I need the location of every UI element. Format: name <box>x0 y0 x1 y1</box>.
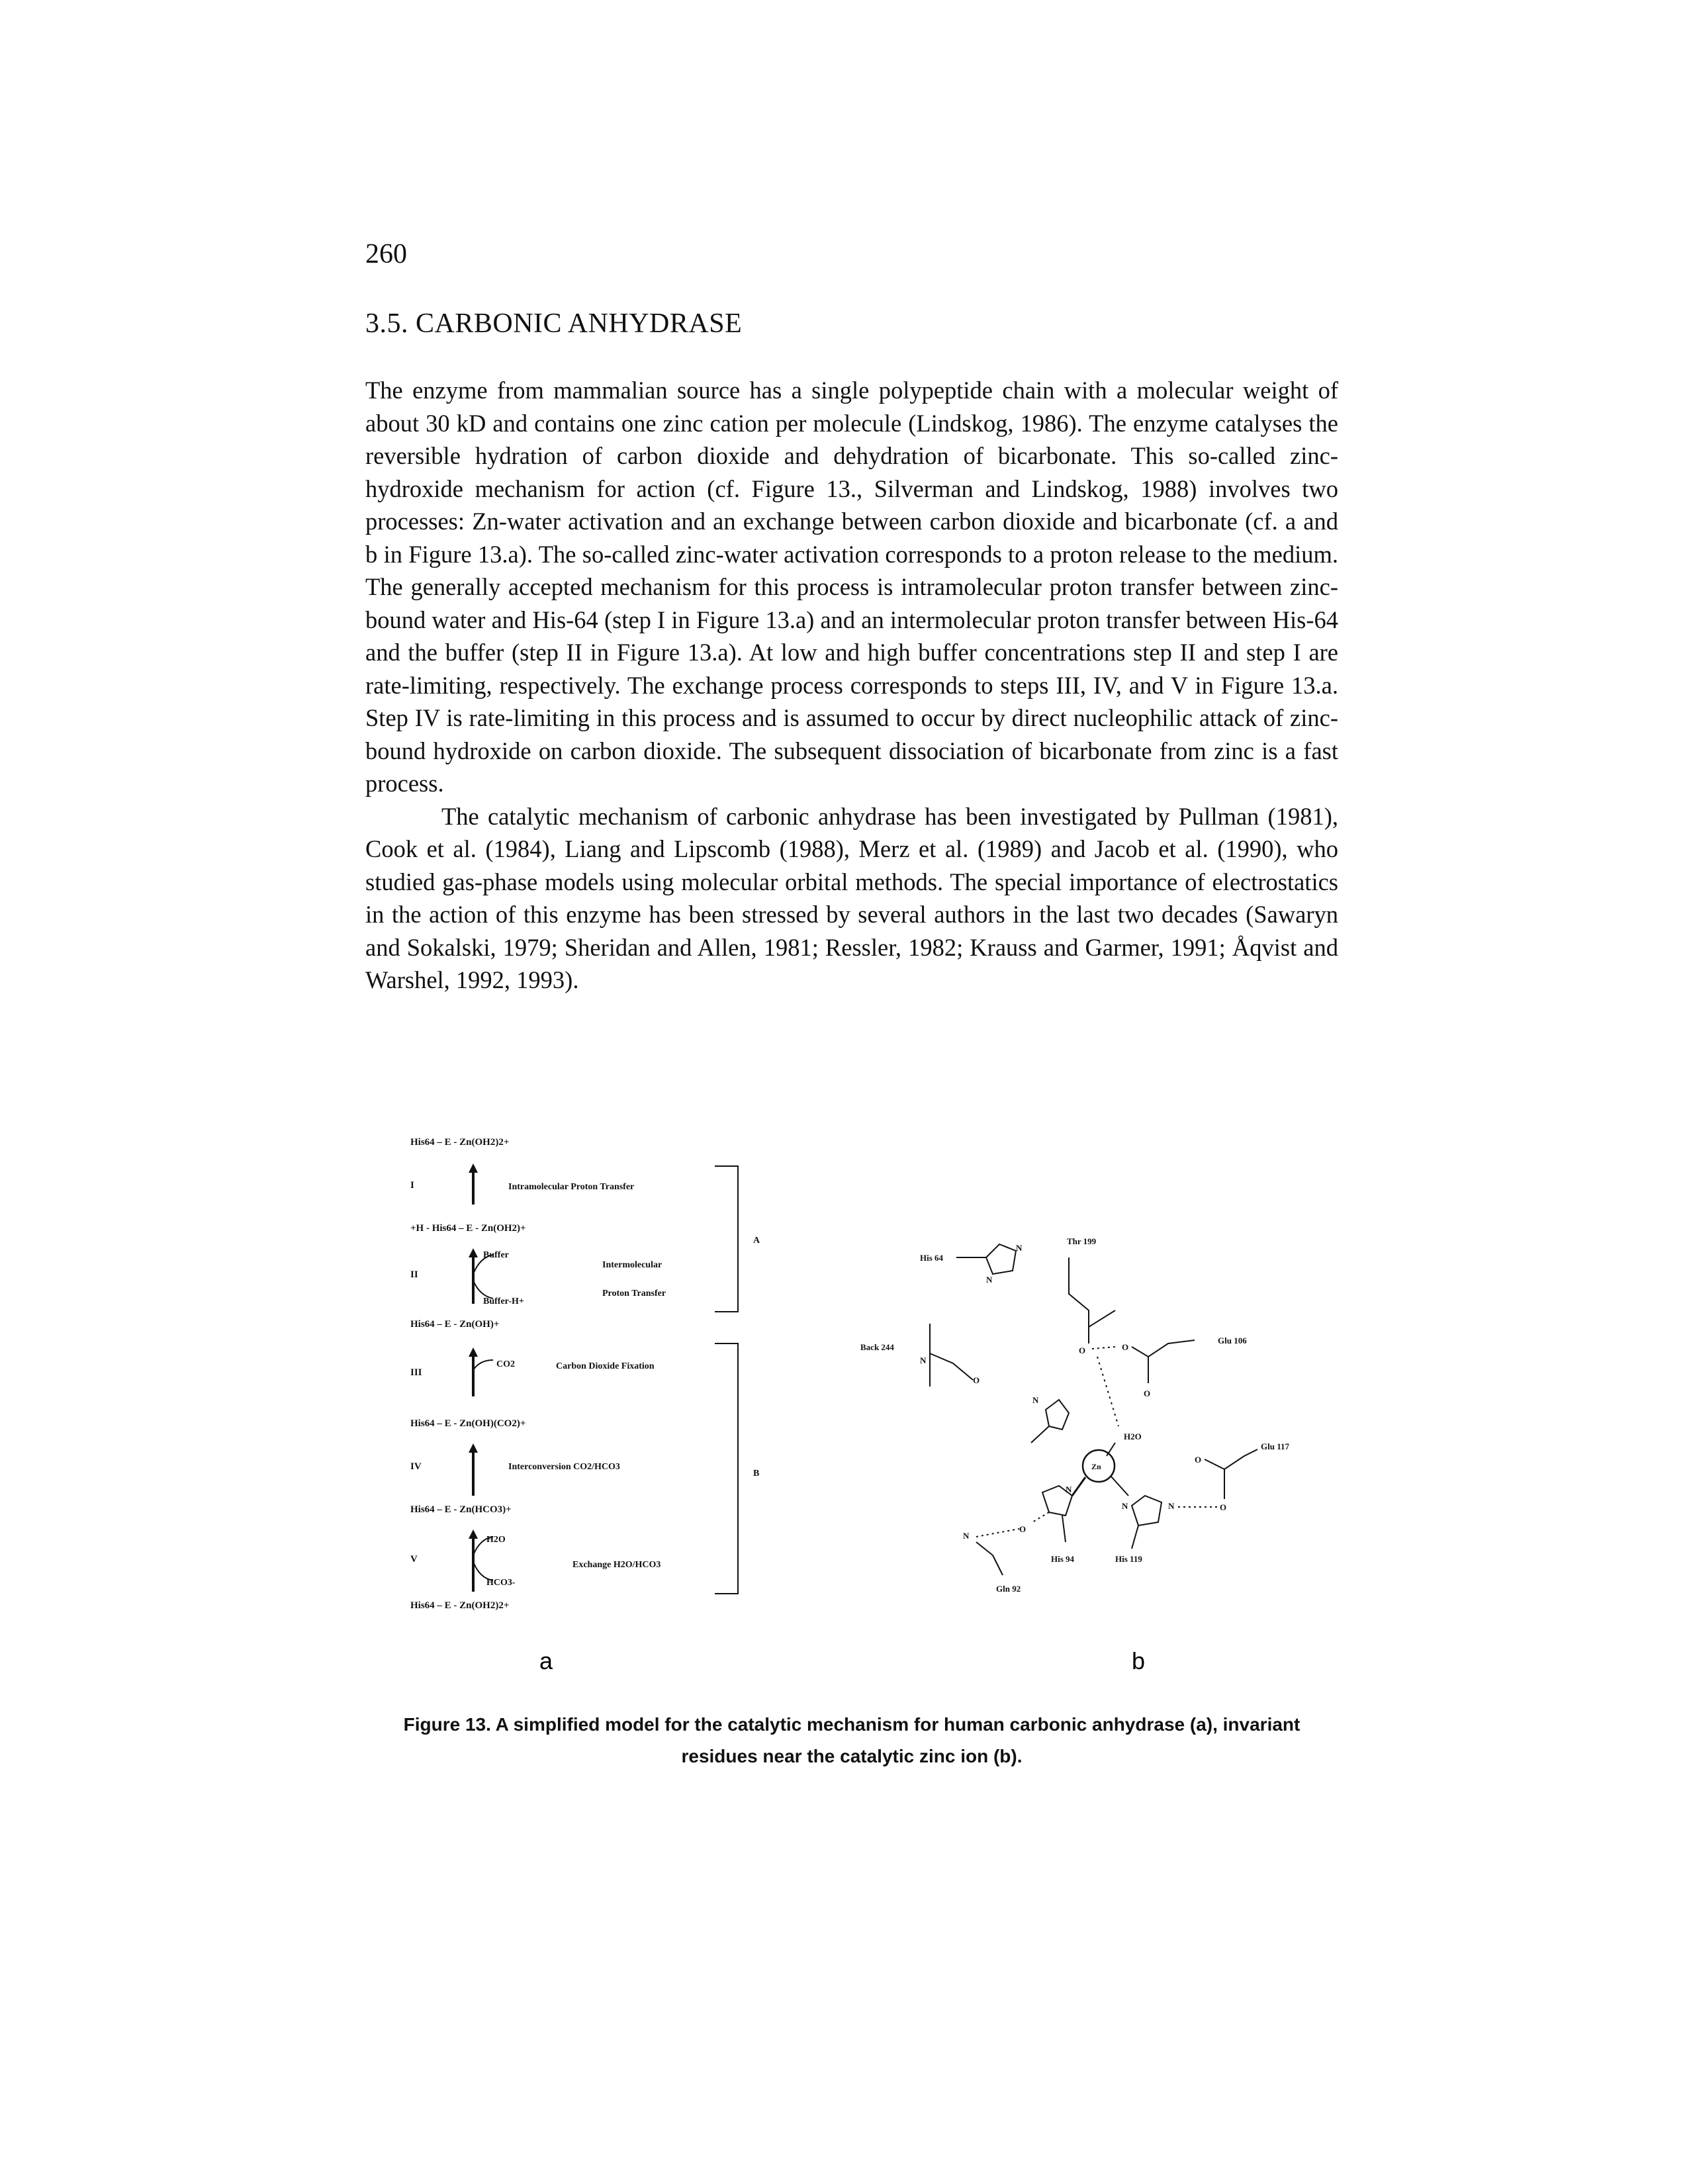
panel-label-b: b <box>1132 1647 1145 1674</box>
step-i: I <box>410 1180 414 1191</box>
scheme-a: His64 – E - Zn(OH2)2+ +H - His64 – E - Z… <box>410 1137 760 1611</box>
figure-13-diagram: His64 – E - Zn(OH2)2+ +H - His64 – E - Z… <box>410 1137 1289 1674</box>
species-4: His64 – E - Zn(OH)(CO2)+ <box>410 1418 525 1429</box>
svg-text:N: N <box>1066 1484 1072 1494</box>
svg-text:O: O <box>1195 1455 1201 1465</box>
svg-text:N: N <box>963 1531 970 1541</box>
residue-glu117: Glu 117 <box>1261 1441 1289 1451</box>
buffer-h-label: Buffer-H+ <box>483 1297 524 1306</box>
page-number: 260 <box>365 239 407 269</box>
svg-text:N: N <box>1122 1501 1128 1511</box>
intermolecular-label-1: Intermolecular <box>602 1260 662 1270</box>
svg-text:O: O <box>1019 1524 1026 1534</box>
buffer-label: Buffer <box>483 1250 509 1260</box>
species-1: His64 – E - Zn(OH2)2+ <box>410 1137 509 1148</box>
active-site-b: His 64 N N Thr 199 O O O Glu 106 Back 24… <box>860 1236 1289 1594</box>
svg-text:O: O <box>1144 1388 1150 1398</box>
section-title: 3.5. CARBONIC ANHYDRASE <box>365 308 743 339</box>
figure-caption: Figure 13. A simplified model for the ca… <box>365 1709 1338 1772</box>
panel-label-a: a <box>539 1647 553 1674</box>
svg-text:N: N <box>1016 1243 1023 1253</box>
svg-text:O: O <box>1220 1502 1226 1512</box>
zn-water: H2O <box>1124 1432 1142 1441</box>
residue-glu106: Glu 106 <box>1218 1336 1247 1345</box>
zinc-label: Zn <box>1091 1462 1101 1471</box>
exchange-label: Exchange H2O/HCO3 <box>572 1560 661 1570</box>
svg-text:N: N <box>1032 1395 1039 1405</box>
hco3-label: HCO3- <box>486 1578 516 1588</box>
residue-thr199: Thr 199 <box>1067 1236 1097 1246</box>
figure-13: His64 – E - Zn(OH2)2+ +H - His64 – E - Z… <box>397 1125 1357 1721</box>
step-ii: II <box>410 1269 418 1280</box>
step-iv: IV <box>410 1461 422 1472</box>
step-iii: III <box>410 1367 422 1378</box>
interconversion-label: Interconversion CO2/HCO3 <box>508 1462 620 1472</box>
svg-text:N: N <box>986 1275 993 1285</box>
intramolecular-label: Intramolecular Proton Transfer <box>508 1182 634 1192</box>
residue-gln92: Gln 92 <box>996 1584 1021 1594</box>
species-3: His64 – E - Zn(OH)+ <box>410 1319 499 1330</box>
svg-text:N: N <box>1168 1501 1175 1511</box>
svg-text:O: O <box>973 1375 980 1385</box>
species-6: His64 – E - Zn(OH2)2+ <box>410 1600 509 1611</box>
caption-line-1: Figure 13. A simplified model for the ca… <box>403 1714 1301 1735</box>
bracket-b <box>715 1343 739 1594</box>
bracket-a-label: A <box>753 1236 760 1246</box>
residue-his119: His 119 <box>1115 1554 1142 1564</box>
paragraph: The enzyme from mammalian source has a s… <box>365 377 1338 797</box>
zinc-ion <box>1081 1449 1116 1483</box>
residue-back244: Back 244 <box>860 1342 894 1352</box>
species-2: +H - His64 – E - Zn(OH2)+ <box>410 1223 526 1234</box>
svg-text:O: O <box>1079 1345 1085 1355</box>
species-5: His64 – E - Zn(HCO3)+ <box>410 1504 512 1515</box>
co2-label: CO2 <box>496 1359 515 1369</box>
step-v: V <box>410 1554 418 1565</box>
bracket-b-label: B <box>753 1469 759 1479</box>
svg-text:N: N <box>920 1355 927 1365</box>
body-text: The enzyme from mammalian source has a s… <box>365 374 1338 997</box>
bracket-a <box>715 1165 739 1312</box>
caption-line-2: residues near the catalytic zinc ion (b)… <box>681 1746 1023 1766</box>
intermolecular-label-2: Proton Transfer <box>602 1289 666 1298</box>
residue-his94: His 94 <box>1051 1554 1075 1564</box>
h2o-label: H2O <box>486 1535 506 1545</box>
paragraph: The catalytic mechanism of carbonic anhy… <box>365 802 1338 994</box>
svg-text:O: O <box>1122 1342 1128 1352</box>
residue-his64: His 64 <box>920 1253 944 1263</box>
co2-fixation-label: Carbon Dioxide Fixation <box>556 1361 655 1371</box>
